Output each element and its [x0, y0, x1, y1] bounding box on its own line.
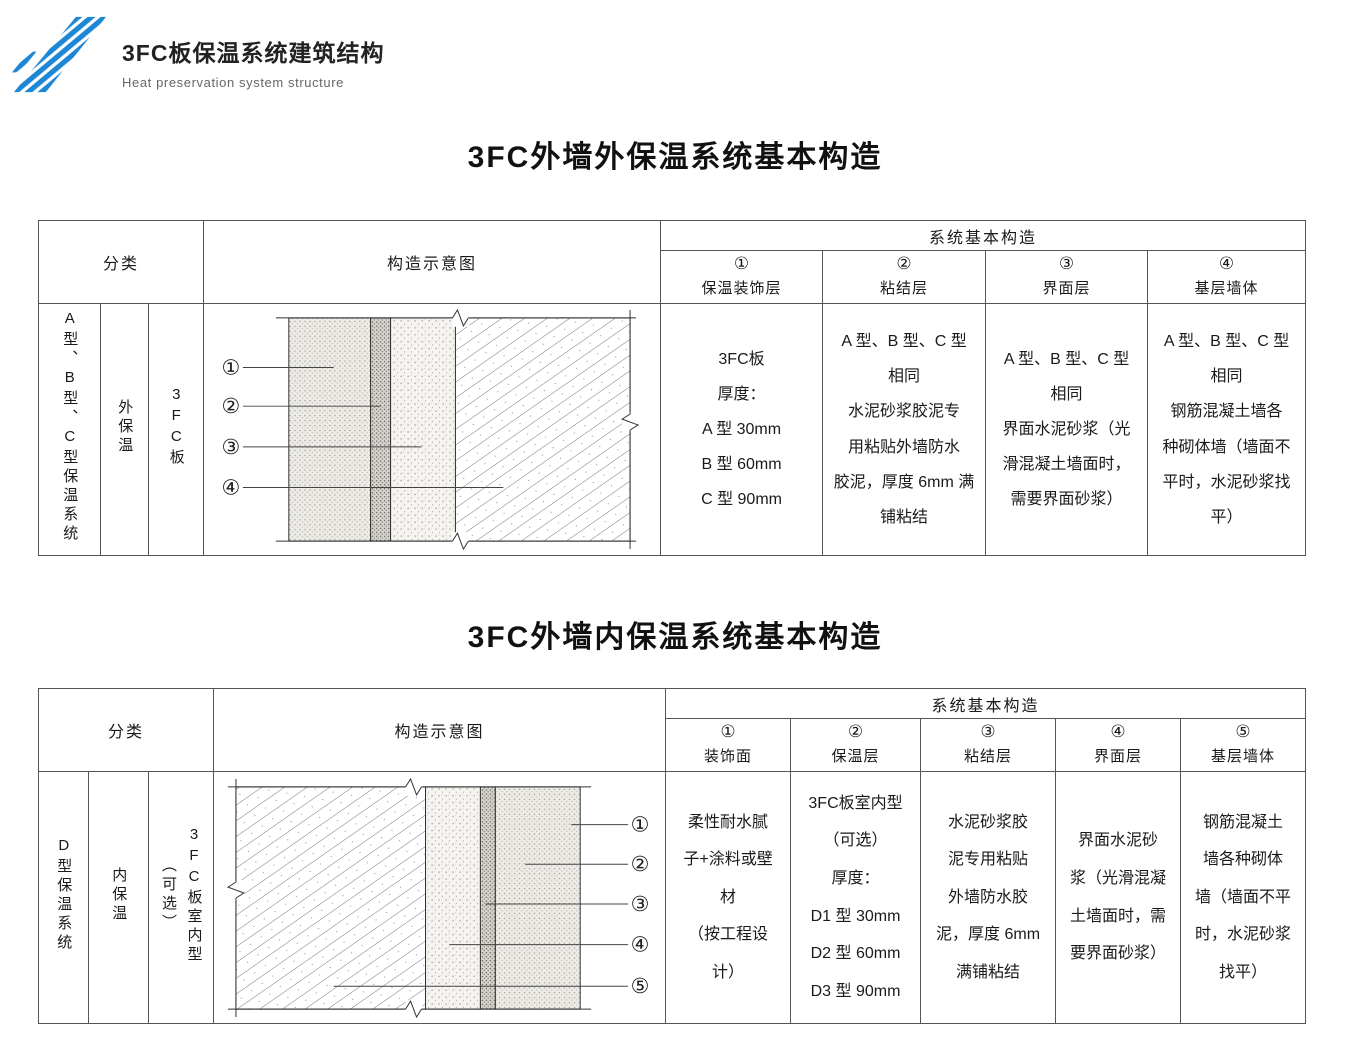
t2-diagram-mark-1: ①	[631, 812, 650, 836]
external-insulation-table: 分类 构造示意图 系统基本构造 ① 保温装饰层 ② 粘结层 ③ 界面层 ④ 基层…	[37, 220, 1307, 556]
t2-cell-insulation-layer: 3FC板室内型 （可选） 厚度： D1 型 30mm D2 型 60mm D3 …	[790, 771, 922, 1024]
t2-col3-label: 粘结层	[964, 748, 1013, 766]
t1-cell-interface-layer: A 型、B 型、C 型 相同 界面水泥砂浆（光 滑混凝土墙面时， 需要界面砂浆）	[985, 303, 1149, 556]
t2-header-classification: 分类	[37, 688, 215, 772]
t1-col4-label: 基层墙体	[1194, 280, 1259, 298]
external-wall-section-diagram: ① ② ③ ④	[222, 308, 640, 550]
t2-diagram-mark-2: ②	[631, 852, 650, 876]
t1-class-board-text: 3FC板	[167, 386, 185, 468]
t1-col2-label: 粘结层	[880, 280, 929, 298]
t1-col1-label: 保温装饰层	[701, 280, 782, 298]
t2-cell-interface-layer: 界面水泥砂 浆（光滑混凝 土墙面时，需 要界面砂浆）	[1055, 771, 1182, 1024]
t1-col3-label: 界面层	[1042, 280, 1091, 298]
t2-diagram-mark-5: ⑤	[631, 974, 650, 998]
t2-subheader-2: ② 保温层	[790, 718, 922, 772]
t1-subheader-2: ② 粘结层	[822, 250, 987, 304]
t2-diagram-mark-4: ④	[631, 932, 650, 956]
t2-col4-number: ④	[1110, 721, 1126, 742]
t1-header-diagram: 构造示意图	[203, 220, 662, 304]
page-header: 3FC板保温系统建筑结构 Heat preservation system st…	[0, 0, 1350, 94]
t1-header-system: 系统基本构造	[660, 220, 1307, 251]
t2-col5-number: ⑤	[1235, 721, 1251, 742]
t2-col1-number: ①	[720, 721, 736, 742]
t2-cell-bonding-layer: 水泥砂浆胶 泥专用粘贴 外墙防水胶 泥，厚度 6mm 满铺粘结	[920, 771, 1057, 1024]
t2-subheader-4: ④ 界面层	[1055, 718, 1182, 772]
brand-title: 3FC板保温系统建筑结构	[122, 40, 385, 66]
section1-title: 3FC外墙外保温系统基本构造	[467, 141, 883, 174]
t2-class-position-text: 内保温	[110, 866, 128, 924]
t2-col2-label: 保温层	[831, 748, 880, 766]
t1-cell-base-wall: A 型、B 型、C 型 相同 钢筋混凝土墙各 种砌体墙（墙面不 平时，水泥砂浆找…	[1147, 303, 1307, 556]
t1-class-position: 外保温	[100, 303, 149, 556]
t1-diagram-mark-3: ③	[222, 434, 241, 458]
t1-cell-bonding-layer: A 型、B 型、C 型 相同 水泥砂浆胶泥专 用粘贴外墙防水 胶泥，厚度 6mm…	[822, 303, 987, 556]
t2-class-position: 内保温	[88, 771, 149, 1024]
t1-col3-number: ③	[1058, 253, 1075, 274]
t2-class-system-type: D型保温系统	[38, 771, 89, 1024]
t2-col2-number: ②	[847, 721, 864, 742]
t1-diagram-cell: ① ② ③ ④	[203, 303, 662, 556]
t1-diagram-mark-2: ②	[222, 394, 241, 418]
t1-class-position-text: 外保温	[116, 398, 134, 456]
t2-col4-label: 界面层	[1094, 748, 1143, 766]
company-logo-icon	[12, 16, 106, 93]
t1-subheader-1: ① 保温装饰层	[660, 250, 824, 304]
t2-col3-number: ③	[980, 721, 996, 742]
t2-diagram-mark-3: ③	[631, 891, 650, 915]
t1-cell-insulation-layer: 3FC板 厚度： A 型 30mm B 型 60mm C 型 90mm	[660, 303, 824, 556]
t1-header-classification: 分类	[37, 220, 205, 304]
t1-diagram-mark-1: ①	[222, 355, 241, 379]
internal-wall-section-diagram: ① ② ③ ④ ⑤	[226, 777, 650, 1018]
t1-subheader-3: ③ 界面层	[985, 250, 1149, 304]
t2-col1-label: 装饰面	[704, 748, 753, 766]
section2-title: 3FC外墙内保温系统基本构造	[467, 621, 883, 654]
t1-class-system-type-text: A型、B型、C型保温系统	[61, 310, 79, 544]
t2-cell-base-wall: 钢筋混凝土 墙各种砌体 墙（墙面不平 时，水泥砂浆 找平）	[1180, 771, 1307, 1024]
t1-col2-number: ②	[896, 253, 912, 274]
t2-subheader-5: ⑤ 基层墙体	[1180, 718, 1307, 772]
t2-class-system-type-text: D型保温系统	[55, 837, 73, 953]
t1-subheader-4: ④ 基层墙体	[1147, 250, 1307, 304]
t1-col1-number: ①	[733, 253, 750, 274]
t2-header-system: 系统基本构造	[665, 688, 1307, 719]
t1-class-board: 3FC板	[147, 303, 205, 556]
brand-text: 3FC板保温系统建筑结构 Heat preservation system st…	[122, 14, 384, 90]
t1-diagram-mark-4: ④	[222, 475, 241, 499]
t2-class-board-text: 3FC板室内型 （可选）	[160, 825, 203, 965]
brand-subtitle: Heat preservation system structure	[122, 75, 344, 90]
t2-subheader-3: ③ 粘结层	[920, 718, 1057, 772]
internal-insulation-table: 分类 构造示意图 系统基本构造 ① 装饰面 ② 保温层 ③ 粘结层 ④ 界面层 …	[37, 688, 1307, 1024]
t2-cell-decorative-surface: 柔性耐水腻 子+涂料或壁 材 （按工程设 计）	[665, 771, 792, 1024]
t2-class-board: 3FC板室内型 （可选）	[147, 771, 215, 1024]
t2-header-diagram: 构造示意图	[213, 688, 667, 772]
t2-subheader-1: ① 装饰面	[665, 718, 792, 772]
t1-col4-number: ④	[1218, 253, 1235, 274]
t2-diagram-cell: ① ② ③ ④ ⑤	[213, 771, 667, 1024]
t2-col5-label: 基层墙体	[1211, 748, 1276, 766]
t1-class-system-type: A型、B型、C型保温系统	[38, 303, 101, 556]
